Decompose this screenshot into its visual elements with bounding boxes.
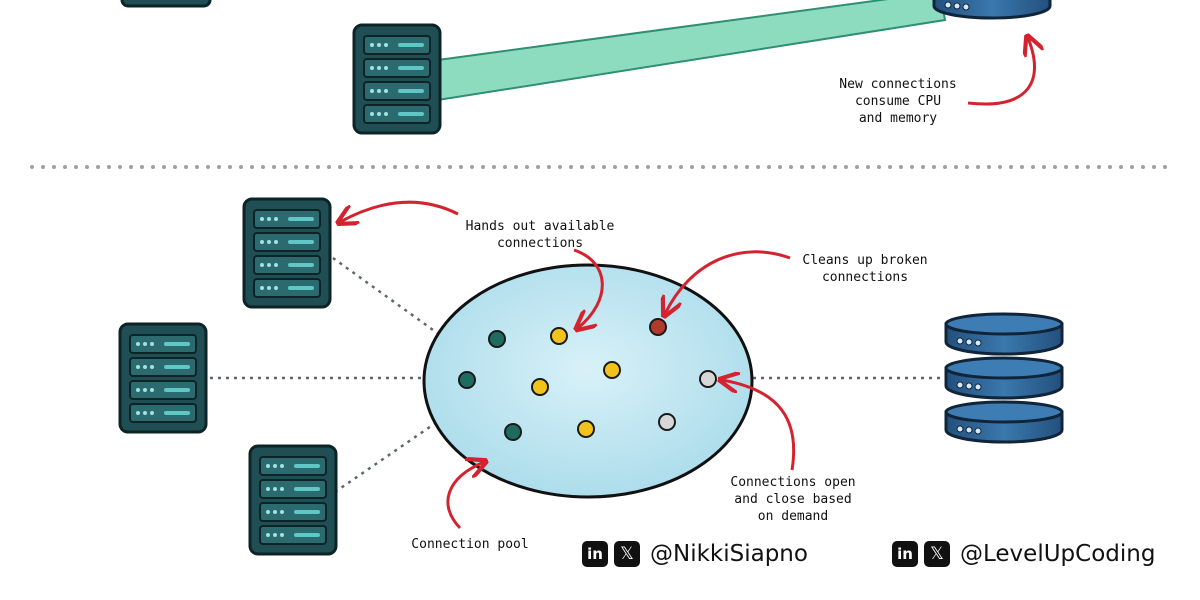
- link-server-3: [334, 418, 441, 494]
- brand-handle-text[interactable]: @LevelUpCoding: [960, 541, 1156, 567]
- teal-connection-dot: [458, 371, 476, 389]
- yellow-connection-dot: [577, 420, 595, 438]
- annotation-new-connections: New connections consume CPU and memory: [839, 77, 957, 126]
- arrow-cleans-up: [665, 250, 791, 314]
- teal-connection-dot: [488, 330, 506, 348]
- connection-pool: [422, 263, 754, 499]
- server-icon-1: [242, 197, 332, 309]
- arrow-pool: [446, 462, 484, 530]
- arrow-hands-out-pool: [574, 248, 604, 328]
- x-icon[interactable]: 𝕏: [614, 541, 640, 567]
- database-icon: [944, 312, 1064, 444]
- yellow-connection-dot: [531, 378, 549, 396]
- pool-connections: [458, 318, 717, 441]
- linkedin-icon[interactable]: in: [892, 541, 918, 567]
- arrow-open-close: [722, 380, 796, 471]
- annotation-hands-out: Hands out available connections: [465, 219, 615, 251]
- server-icon-top-left: [120, 0, 212, 8]
- linkedin-icon[interactable]: in: [582, 541, 608, 567]
- annotation-cleans-up: Cleans up broken connections: [802, 253, 928, 285]
- arrow-hands-out-server: [340, 200, 459, 222]
- link-server-1: [332, 256, 441, 337]
- annotation-connection-pool: Connection pool: [411, 537, 529, 552]
- database-icon-top: [932, 0, 1052, 20]
- idle-connection-dot: [699, 370, 717, 388]
- yellow-connection-dot: [550, 327, 568, 345]
- annotation-open-close: Connections open and close based on dema…: [730, 475, 856, 524]
- arrow-new-connections: [967, 38, 1035, 106]
- top-section: [120, 0, 1052, 135]
- yellow-connection-dot: [603, 361, 621, 379]
- server-icon-2: [118, 322, 208, 434]
- author-handle-text[interactable]: @NikkiSiapno: [650, 541, 808, 567]
- teal-connection-dot: [504, 423, 522, 441]
- server-icon-top: [352, 23, 442, 135]
- author-handle: in 𝕏 @NikkiSiapno: [582, 541, 808, 567]
- brand-handle: in 𝕏 @LevelUpCoding: [892, 541, 1155, 567]
- broken-connection-dot: [649, 318, 667, 336]
- server-icon-3: [248, 444, 338, 556]
- x-icon[interactable]: 𝕏: [924, 541, 950, 567]
- bottom-section: [118, 197, 1064, 556]
- idle-connection-dot: [658, 413, 676, 431]
